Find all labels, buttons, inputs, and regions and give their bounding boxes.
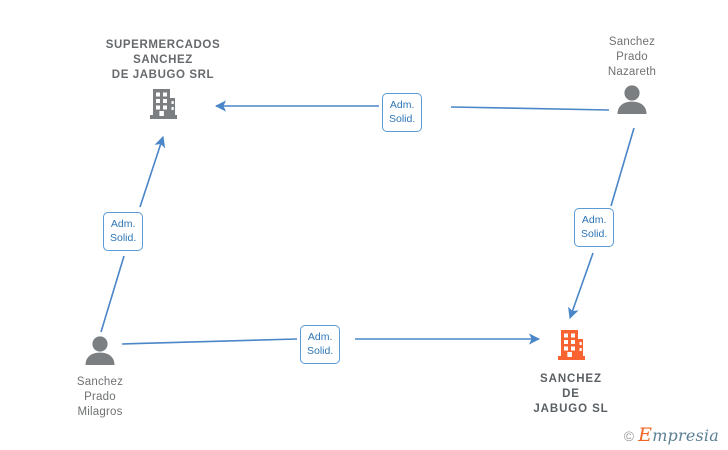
- edge-label-nazareth-to-supermercados[interactable]: Adm. Solid.: [382, 93, 423, 132]
- person-icon: [616, 84, 648, 119]
- edge-milagros-to-jabugo[interactable]: [121, 333, 541, 345]
- edge-label-milagros-to-jabugo[interactable]: Adm. Solid.: [300, 325, 341, 364]
- node-sanchez-prado-nazareth[interactable]: Sanchez Prado Nazareth: [547, 35, 717, 119]
- node-label-supermercados-sanchez-de-jabugo-srl: SUPERMERCADOS SANCHEZ DE JABUGO SRL: [105, 39, 221, 81]
- building-icon: [146, 87, 180, 126]
- node-sanchez-prado-milagros[interactable]: Sanchez Prado Milagros: [15, 335, 185, 420]
- edge-nazareth-to-jabugo[interactable]: [568, 127, 635, 320]
- node-label-sanchez-prado-milagros: Sanchez Prado Milagros: [76, 376, 124, 418]
- node-supermercados-sanchez-de-jabugo-srl[interactable]: SUPERMERCADOS SANCHEZ DE JABUGO SRL: [78, 38, 248, 126]
- copyright-icon: ©: [623, 427, 635, 444]
- edge-label-milagros-to-supermercados[interactable]: Adm. Solid.: [103, 212, 144, 251]
- building-icon: [554, 328, 588, 367]
- node-label-sanchez-de-jabugo-sl: SANCHEZ DE JABUGO SL: [533, 373, 609, 415]
- empresia-logo: Empresia: [638, 424, 719, 446]
- node-sanchez-de-jabugo-sl[interactable]: SANCHEZ DE JABUGO SL: [486, 328, 656, 417]
- empresia-watermark: © Empresia: [623, 424, 719, 446]
- edge-milagros-to-supermercados[interactable]: [100, 135, 166, 333]
- node-label-sanchez-prado-nazareth: Sanchez Prado Nazareth: [607, 36, 657, 78]
- empresia-logo-initial: E: [638, 424, 653, 446]
- person-icon: [84, 335, 116, 370]
- edge-label-nazareth-to-jabugo[interactable]: Adm. Solid.: [574, 208, 615, 247]
- edge-nazareth-to-supermercados[interactable]: [214, 100, 610, 112]
- empresia-logo-rest: mpresia: [652, 426, 719, 445]
